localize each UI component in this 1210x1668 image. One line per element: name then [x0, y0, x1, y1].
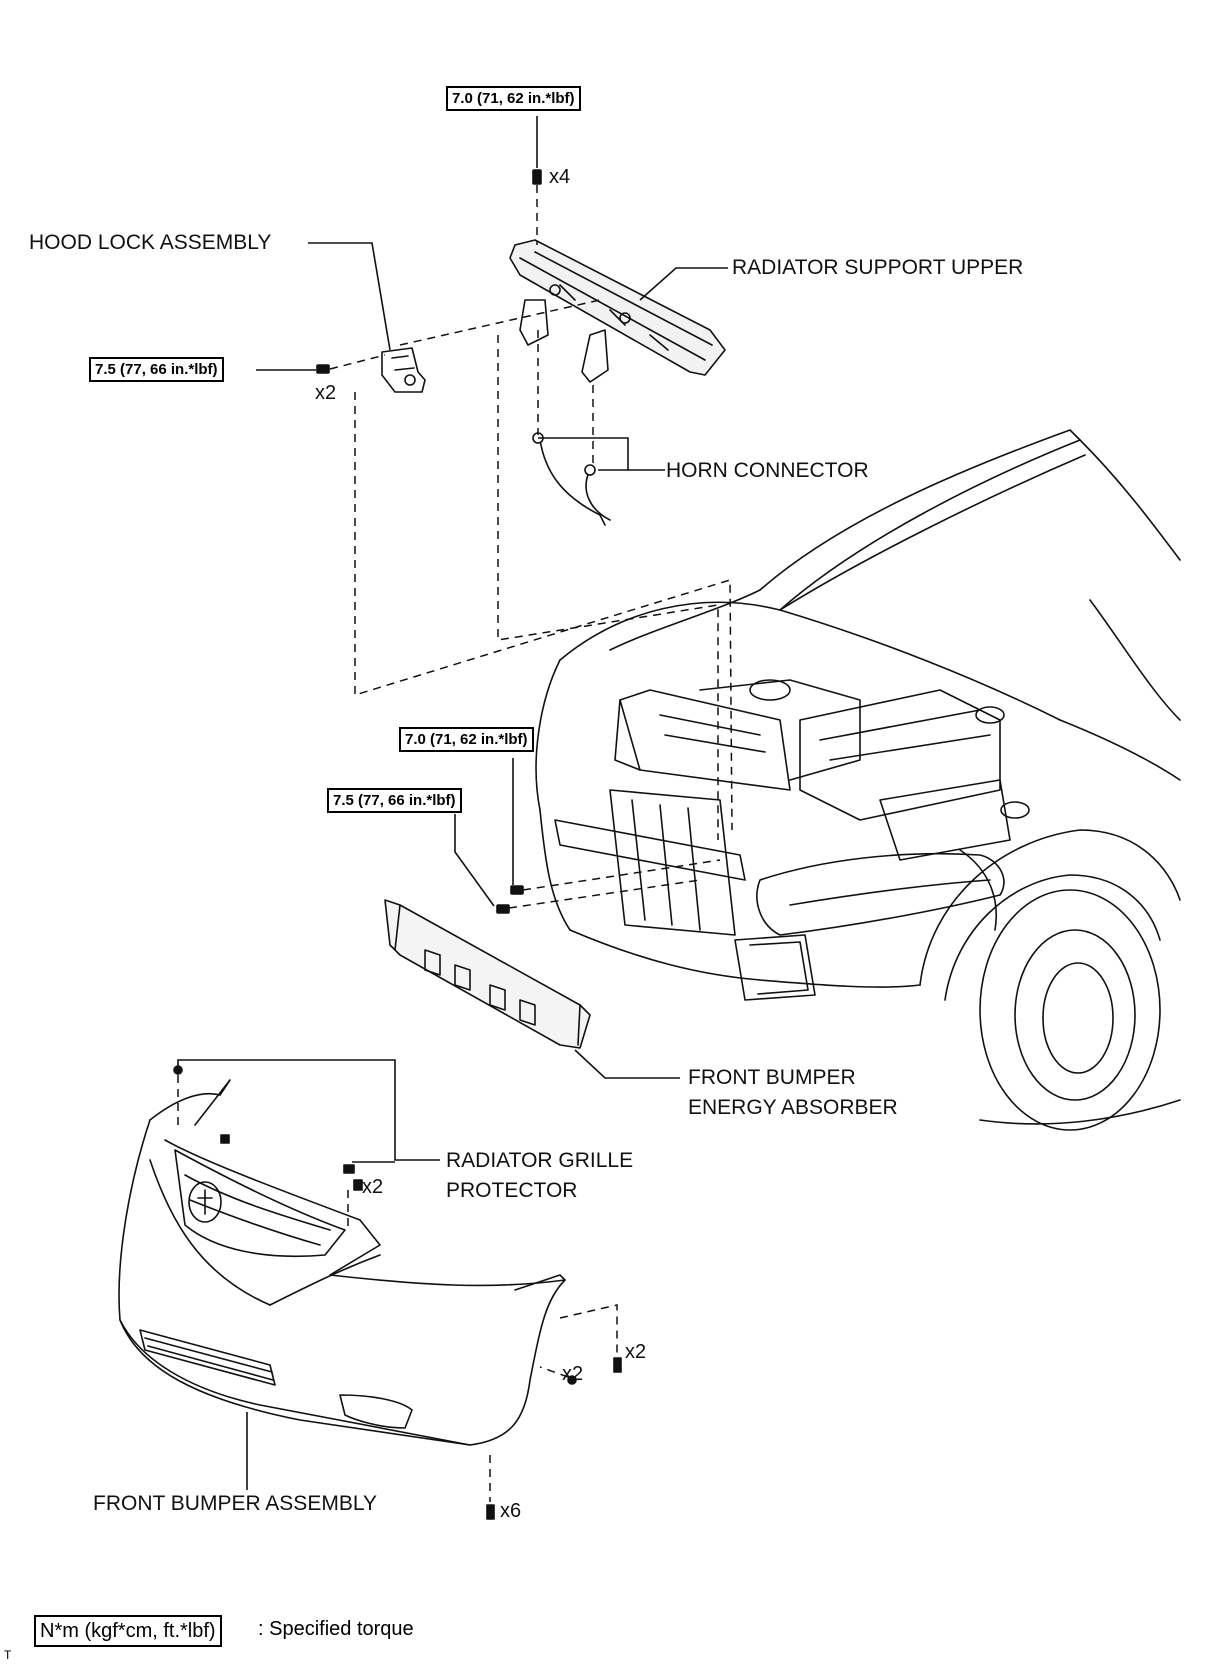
- label-front-bumper-assembly: FRONT BUMPER ASSEMBLY: [93, 1492, 377, 1515]
- legend-description: : Specified torque: [258, 1618, 414, 1640]
- label-grille-protector-line2: PROTECTOR: [446, 1179, 578, 1202]
- label-energy-absorber-line2: ENERGY ABSORBER: [688, 1096, 898, 1119]
- radiator-support-upper-part: [509, 239, 726, 383]
- qty-bumper-lower-screws: x6: [500, 1500, 522, 1522]
- horn-part: [532, 432, 611, 526]
- alignment-lines: [177, 185, 733, 1502]
- label-grille-protector-line1: RADIATOR GRILLE: [446, 1149, 634, 1172]
- qty-grille-clips: x2: [362, 1176, 384, 1198]
- legend-torque-unit-box: N*m (kgf*cm, ft.*lbf): [34, 1615, 222, 1647]
- vehicle-body-outline: [535, 429, 1181, 1131]
- leader-lines: [177, 116, 728, 1490]
- torque-radiator-support-bolts: 7.0 (71, 62 in.*lbf): [446, 86, 581, 111]
- qty-hood-lock-bolts: x2: [315, 382, 337, 404]
- fastener-symbols: [173, 169, 622, 1520]
- corner-mark: T: [4, 1648, 12, 1662]
- qty-bumper-side-screws: x2: [625, 1341, 647, 1363]
- label-horn-connector: HORN CONNECTOR: [666, 459, 869, 482]
- hood-lock-part: [381, 347, 426, 393]
- label-radiator-support-upper: RADIATOR SUPPORT UPPER: [732, 256, 1024, 279]
- label-energy-absorber-line1: FRONT BUMPER: [688, 1066, 856, 1089]
- front-bumper-part: [118, 1079, 566, 1446]
- qty-radiator-support-bolts: x4: [549, 166, 571, 188]
- torque-absorber-bolt-upper: 7.0 (71, 62 in.*lbf): [399, 727, 534, 752]
- energy-absorber-part: [384, 899, 591, 1049]
- qty-bumper-side-clips: x2: [562, 1363, 584, 1385]
- torque-absorber-bolt-lower: 7.5 (77, 66 in.*lbf): [327, 788, 462, 813]
- torque-hood-lock-bolts: 7.5 (77, 66 in.*lbf): [89, 357, 224, 382]
- label-hood-lock-assembly: HOOD LOCK ASSEMBLY: [29, 231, 272, 254]
